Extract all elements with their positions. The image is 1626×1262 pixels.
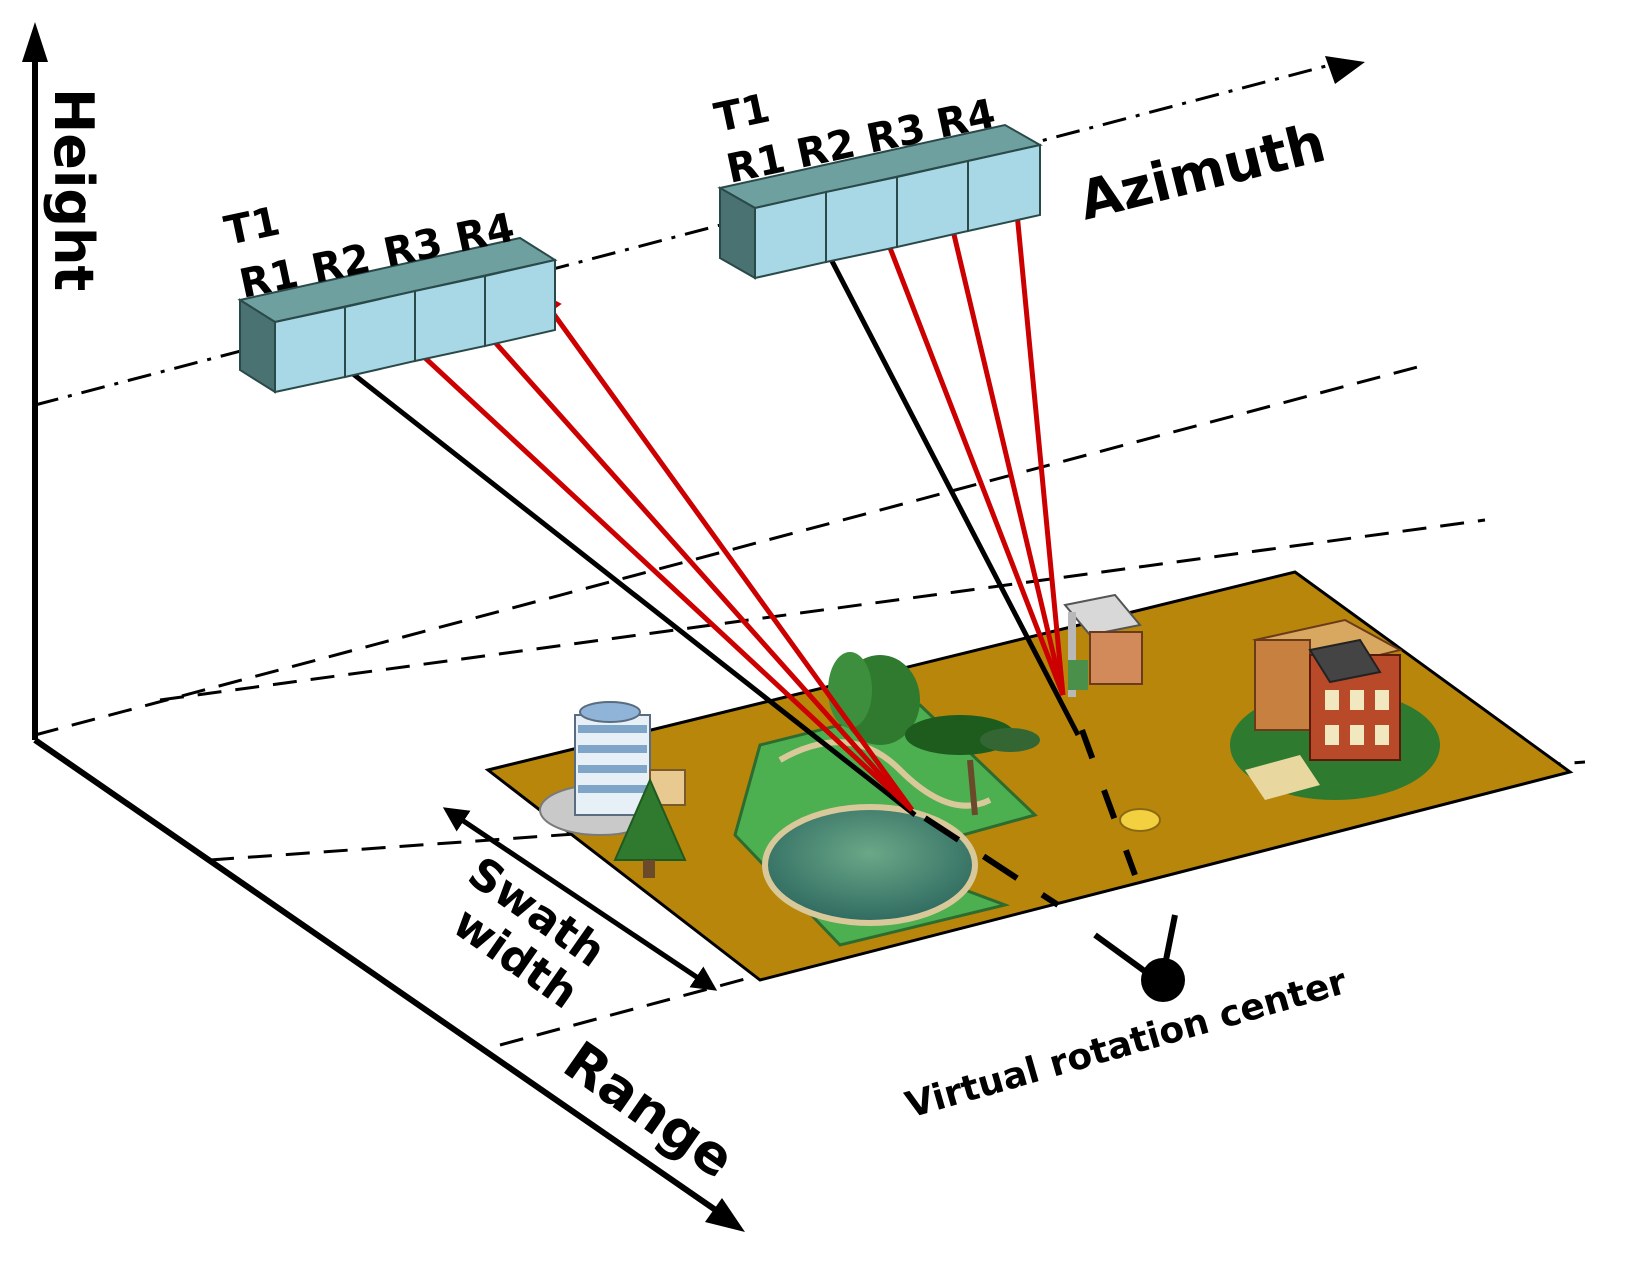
rotation-center-label: Virtual rotation center xyxy=(901,961,1351,1126)
transmit-ray-1 xyxy=(316,344,917,817)
range-arrowhead-icon xyxy=(705,1198,745,1232)
antenna-2-rays xyxy=(817,187,1081,737)
antenna-2-cell-1 xyxy=(754,190,827,280)
antenna-2-cell-3 xyxy=(896,159,969,249)
azimuth-arrowhead-icon xyxy=(1325,56,1365,84)
antenna-2-cell-2 xyxy=(825,175,898,264)
height-arrowhead-icon xyxy=(22,22,48,62)
height-axis-label: Height xyxy=(42,88,105,291)
dashed-line-4 xyxy=(499,973,761,1047)
receive-ray-2c xyxy=(1004,187,1066,696)
lake-icon xyxy=(762,804,978,926)
school-building-icon xyxy=(1230,618,1440,800)
receive-ray-1a xyxy=(391,326,914,812)
flight-track-line xyxy=(34,63,1331,407)
transmit-ray-2 xyxy=(817,233,1081,737)
antenna-2-cell-4 xyxy=(967,143,1041,233)
antenna-1-rays xyxy=(316,290,917,817)
antenna-1-cell-1 xyxy=(274,305,346,394)
antenna-1-cell-2 xyxy=(344,289,416,379)
swath-arrow xyxy=(442,807,718,991)
coordinate-axes xyxy=(22,22,1365,1232)
azimuth-axis-label: Azimuth xyxy=(1073,111,1331,233)
antenna-1-tx-label: T1 xyxy=(221,198,284,254)
antenna-2-tx-label: T1 xyxy=(711,85,774,141)
antenna-array-2: T1 R1 R2 R3 R4 xyxy=(711,85,1043,280)
antenna-1-cell-3 xyxy=(414,274,486,363)
park-icon xyxy=(733,703,1038,947)
receive-ray-2b xyxy=(939,200,1066,696)
ground-reference-line xyxy=(34,363,1426,737)
gas-station-icon xyxy=(1063,593,1143,697)
receive-ray-1b xyxy=(464,308,914,812)
antenna-1-cell-4 xyxy=(484,258,556,348)
receive-ray-1c xyxy=(537,290,915,812)
rotation-center-marker xyxy=(923,728,1185,1002)
rotation-center-dot xyxy=(1141,958,1185,1002)
antenna-array-1: T1 R1 R2 R3 R4 xyxy=(221,198,558,394)
dashed-line-2 xyxy=(159,518,1486,702)
car-icon xyxy=(1119,808,1161,832)
receive-ray-2a xyxy=(875,217,1066,696)
range-axis xyxy=(33,737,732,1223)
